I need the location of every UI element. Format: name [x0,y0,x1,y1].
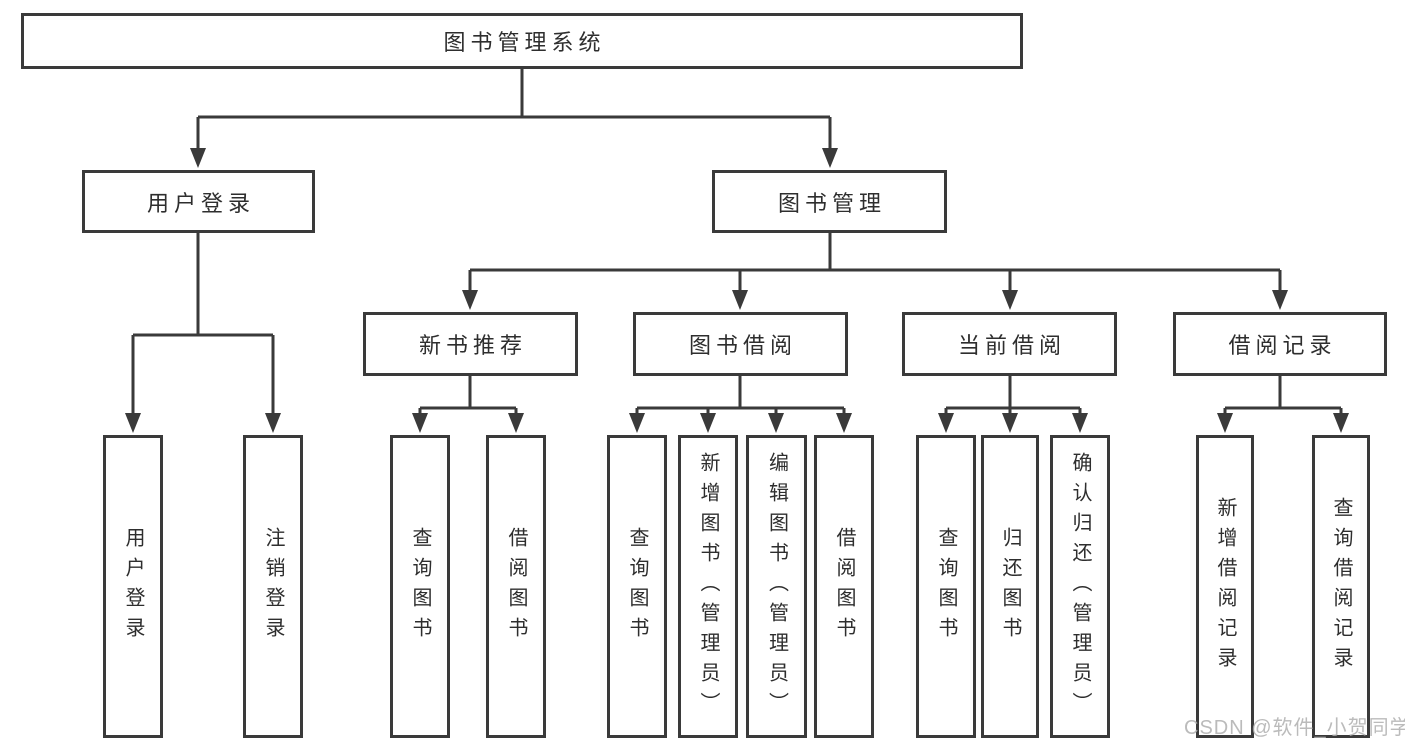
connector-newbook-leaves [418,376,518,415]
leaf-current-return-book: 归还图书 [981,435,1039,738]
node-user-login: 用户登录 [82,170,315,233]
leaf-record-query-borrow-record-label: 查询借阅记录 [1330,496,1352,677]
arrow-down-icon [700,413,716,433]
arrow-down-icon [1002,413,1018,433]
csdn-watermark: CSDN @软件_小贺同学 [1184,717,1405,739]
arrowheads [125,148,1349,433]
leaf-current-confirm-return-admin-label: 确认归还（管理员） [1069,451,1091,722]
leaf-user-login-label: 用户登录 [122,526,144,647]
node-current-borrow-label: 当前借阅 [957,333,1066,358]
arrow-down-icon [732,290,748,310]
leaf-logout-label: 注销登录 [262,526,284,647]
leaf-record-query-borrow-record: 查询借阅记录 [1312,435,1370,738]
node-new-book-recommend: 新书推荐 [363,312,578,376]
leaf-bookborrow-edit-book-admin-label: 编辑图书（管理员） [765,451,788,722]
arrow-down-icon [1272,290,1288,310]
leaf-user-login: 用户登录 [103,435,163,738]
leaf-current-query-book: 查询图书 [916,435,976,738]
node-root: 图书管理系统 [21,13,1023,69]
leaf-newbook-query-book: 查询图书 [390,435,450,738]
leaf-newbook-query-book-label: 查询图书 [409,526,431,647]
leaf-bookborrow-query-book: 查询图书 [607,435,667,738]
leaf-bookborrow-query-book-label: 查询图书 [626,526,648,647]
arrow-down-icon [412,413,428,433]
leaf-current-confirm-return-admin: 确认归还（管理员） [1050,435,1110,738]
node-new-book-recommend-label: 新书推荐 [418,333,527,358]
node-current-borrow: 当前借阅 [902,312,1117,376]
leaf-bookborrow-edit-book-admin: 编辑图书（管理员） [746,435,807,738]
connector-bookborrow-leaves [635,376,846,415]
arrow-down-icon [462,290,478,310]
leaf-current-query-book-label: 查询图书 [935,526,957,647]
arrow-down-icon [508,413,524,433]
node-book-management-label: 图书管理 [777,190,886,216]
arrow-down-icon [1217,413,1233,433]
leaf-record-add-borrow-record-label: 新增借阅记录 [1214,496,1236,677]
leaf-bookborrow-borrow-book-label: 借阅图书 [833,526,855,647]
node-book-borrow: 图书借阅 [633,312,848,376]
connector-currentborrow-leaves [944,376,1082,415]
node-book-management: 图书管理 [712,170,947,233]
arrow-down-icon [768,413,784,433]
leaf-record-add-borrow-record: 新增借阅记录 [1196,435,1254,738]
arrow-down-icon [265,413,281,433]
node-book-borrow-label: 图书借阅 [688,333,797,358]
leaf-bookborrow-borrow-book: 借阅图书 [814,435,874,738]
connector-bookmgmt-level3 [468,233,1282,292]
arrow-down-icon [125,413,141,433]
node-user-login-label: 用户登录 [146,190,255,216]
arrow-down-icon [190,148,206,168]
connector-borrowrecord-leaves [1223,376,1343,415]
arrow-down-icon [822,148,838,168]
arrow-down-icon [938,413,954,433]
leaf-newbook-borrow-book: 借阅图书 [486,435,546,738]
leaf-bookborrow-add-book-admin: 新增图书（管理员） [678,435,738,738]
node-borrow-record: 借阅记录 [1173,312,1387,376]
node-root-label: 图书管理系统 [443,30,606,55]
leaf-bookborrow-add-book-admin-label: 新增图书（管理员） [697,451,719,722]
arrow-down-icon [836,413,852,433]
leaf-current-return-book-label: 归还图书 [999,526,1021,647]
arrow-down-icon [1072,413,1088,433]
leaf-logout: 注销登录 [243,435,303,738]
node-borrow-record-label: 借阅记录 [1228,333,1337,358]
connector-userlogin-leaves [131,233,275,415]
arrow-down-icon [629,413,645,433]
leaf-newbook-borrow-book-label: 借阅图书 [505,526,527,647]
arrow-down-icon [1333,413,1349,433]
arrow-down-icon [1002,290,1018,310]
connector-root-level2 [196,69,832,150]
